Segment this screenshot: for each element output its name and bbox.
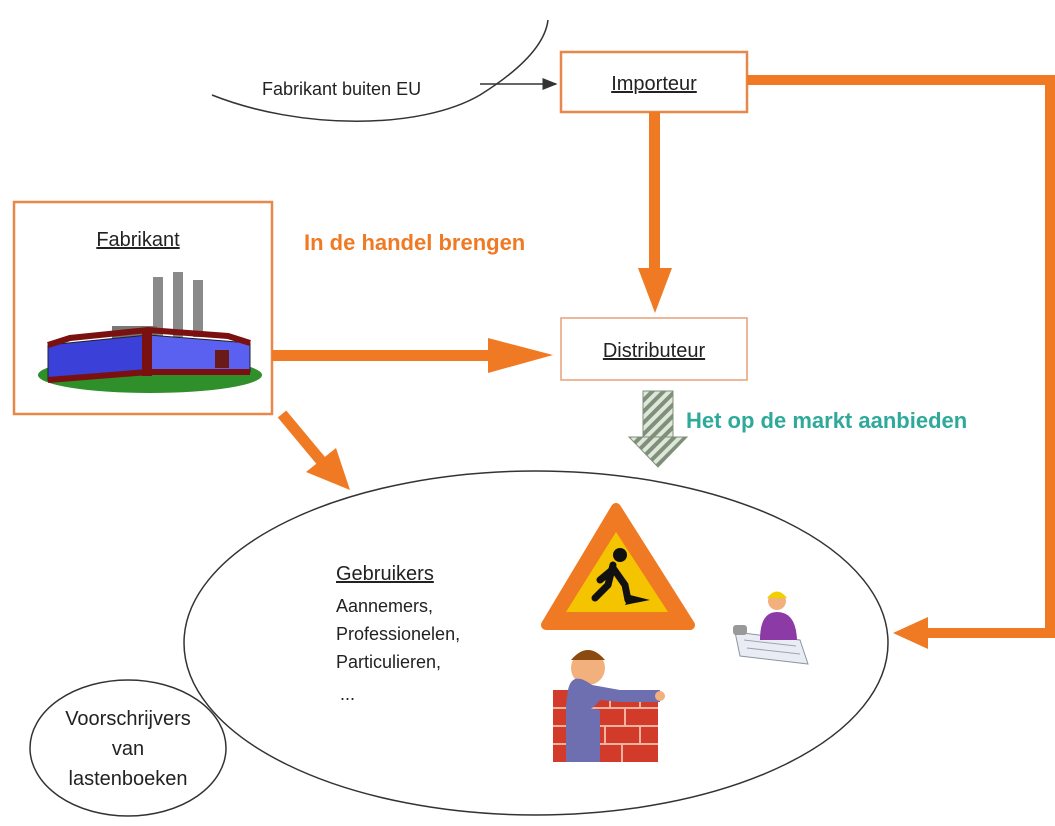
roadwork-sign-icon — [541, 503, 695, 630]
fabrikant-to-distributeur-arrowhead — [488, 338, 553, 373]
op-de-markt-aanbieden-label: Het op de markt aanbieden — [686, 408, 967, 433]
outside-eu-boundary-curve — [211, 19, 549, 122]
distributeur-label: Distributeur — [603, 340, 706, 362]
importeur-to-gebruikers-line — [747, 75, 1055, 638]
engineer-icon — [733, 591, 809, 665]
gebruikers-item: Aannemers, — [336, 596, 433, 616]
fabrikant-buiten-eu-label: Fabrikant buiten EU — [262, 79, 421, 99]
voorschrijvers-ellipse — [29, 679, 227, 817]
gebruikers-title: Gebruikers — [336, 563, 434, 585]
fabrikant-label: Fabrikant — [96, 229, 180, 251]
fabrikant-to-gebruikers-line — [277, 410, 327, 466]
gebruikers-ellipse — [183, 470, 889, 816]
importeur-label: Importeur — [611, 73, 697, 95]
importeur-to-distributeur-line — [649, 112, 660, 270]
distributeur-box — [560, 317, 748, 381]
fabrikant-to-gebruikers-arrowhead — [306, 448, 350, 490]
factory-icon — [38, 272, 262, 393]
bricklayer-icon — [553, 650, 665, 762]
gebruikers-item: Particulieren, — [336, 652, 441, 672]
gebruikers-item: Professionelen, — [336, 624, 460, 644]
voorschrijvers-line: Voorschrijvers — [65, 708, 191, 730]
gebruikers-item: ... — [340, 684, 355, 704]
in-de-handel-brengen-label: In de handel brengen — [304, 230, 525, 255]
voorschrijvers-line: van — [112, 738, 144, 760]
distributeur-to-gebruikers-striped-arrow — [627, 390, 689, 468]
fabrikant-to-distributeur-line — [272, 350, 494, 361]
importeur-to-distributeur-arrowhead — [638, 268, 672, 313]
voorschrijvers-line: lastenboeken — [69, 768, 188, 790]
importeur-to-gebruikers-arrowhead — [893, 617, 928, 649]
